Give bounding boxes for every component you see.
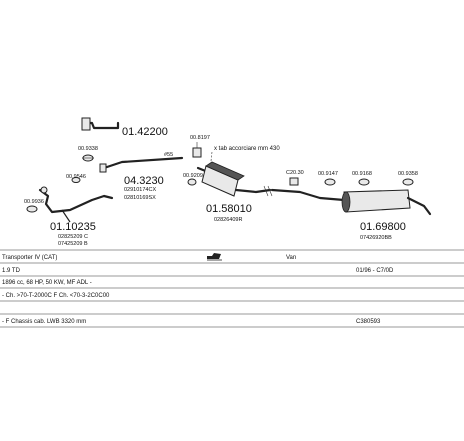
van-icon bbox=[207, 253, 222, 261]
label-00-9546: 00.9546 bbox=[66, 174, 86, 180]
info-spec: 1896 cc, 68 HP, 50 KW, MF ADL - bbox=[2, 280, 92, 286]
clamp-00-9546 bbox=[71, 177, 81, 183]
clamp-00-9209 bbox=[187, 178, 197, 186]
info-engine: 1.9 TD bbox=[2, 268, 21, 274]
label-01-10235: 01.10235 bbox=[50, 221, 96, 233]
label-04-3230: 04.3230 bbox=[124, 175, 164, 187]
mount-00-9147 bbox=[324, 178, 336, 186]
label-00-9209: 00.9209 bbox=[183, 173, 203, 179]
gasket-00-9936 bbox=[26, 205, 38, 213]
mount-00-9358 bbox=[402, 178, 414, 186]
info-chassis: - F Chassis cab. LWB 3320 mm bbox=[2, 319, 86, 325]
info-model: Transporter IV (CAT) bbox=[2, 255, 57, 261]
info-codes: - Ch. >70-T-2000C F Ch. <70-3-2C0C00 bbox=[2, 293, 110, 299]
code-01-10235-b: 07425209 B bbox=[58, 241, 88, 247]
part-04-3230 bbox=[99, 156, 184, 173]
label-01-69800: 01.69800 bbox=[360, 221, 406, 233]
gasket-00-9338 bbox=[82, 154, 94, 162]
info-type: Van bbox=[286, 255, 296, 261]
label-00-9147: 00.9147 bbox=[318, 171, 338, 177]
label-00-9936: 00.9936 bbox=[24, 199, 44, 205]
label-00-9168: 00.9168 bbox=[352, 171, 372, 177]
label-00-8197: 00.8197 bbox=[190, 135, 210, 141]
label-hash-55: #55 bbox=[164, 152, 173, 158]
label-01-42200: 01.42200 bbox=[122, 126, 168, 138]
code-01-69800: 07426920BB bbox=[360, 235, 392, 241]
bracket-00-8197 bbox=[192, 142, 202, 158]
cut-marks bbox=[263, 185, 273, 197]
cut-note: x tab accorciare mm 430 bbox=[214, 146, 280, 152]
part-01-58010 bbox=[196, 161, 272, 197]
label-00-9338: 00.9338 bbox=[78, 146, 98, 152]
info-code: C380593 bbox=[356, 319, 381, 325]
part-01-42200 bbox=[81, 117, 120, 131]
part-01-69800 bbox=[270, 188, 432, 216]
info-years: 01/96 - C7/0D bbox=[356, 268, 394, 274]
label-c20-30: C20.30 bbox=[286, 170, 304, 176]
code-04-3230-b: 02810169SX bbox=[124, 195, 156, 201]
code-01-58010: 02826409R bbox=[214, 217, 242, 223]
part-01-10235 bbox=[38, 186, 114, 223]
label-00-9358: 00.9358 bbox=[398, 171, 418, 177]
info-table: Transporter IV (CAT) Van 1.9 TD 01/96 - … bbox=[0, 249, 464, 328]
clamp-c20-30 bbox=[289, 177, 299, 186]
mount-00-9168 bbox=[358, 178, 370, 186]
code-01-10235-a: 02825209 C bbox=[58, 234, 88, 240]
code-04-3230-a: 02910174CX bbox=[124, 187, 156, 193]
label-01-58010: 01.58010 bbox=[206, 203, 252, 215]
